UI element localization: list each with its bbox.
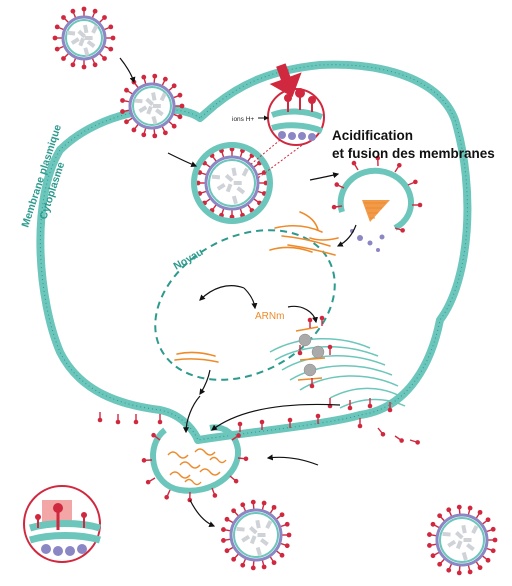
arrow-icon bbox=[167, 152, 198, 168]
arrow-icon bbox=[309, 172, 340, 181]
arrow-icon bbox=[336, 224, 357, 247]
arrow-icon bbox=[287, 305, 318, 324]
arrow-icon bbox=[199, 285, 245, 301]
spike-detail-inset bbox=[23, 485, 102, 563]
red-down-arrow-icon bbox=[269, 63, 302, 98]
arrow-icon bbox=[243, 287, 258, 310]
acidification-subtitle: et fusion des membranes bbox=[332, 146, 495, 161]
er-mrna bbox=[295, 326, 326, 381]
mrna-label: ARNm bbox=[255, 311, 284, 322]
virion-released-1 bbox=[221, 499, 292, 571]
virion-endosome bbox=[195, 146, 269, 220]
arrow-icon bbox=[199, 369, 211, 395]
arrow-icon bbox=[266, 454, 319, 466]
er-spike-proteins bbox=[297, 315, 393, 413]
arrow-icon bbox=[211, 403, 341, 431]
nucleus-label: Noyau bbox=[172, 246, 206, 272]
arrow-icon bbox=[119, 57, 136, 84]
cell-membrane bbox=[36, 60, 472, 444]
arrows bbox=[119, 57, 357, 527]
arrow-icon bbox=[189, 499, 216, 527]
arrow-icon bbox=[183, 395, 201, 434]
fusing-endosome bbox=[331, 155, 423, 252]
virion-incoming-1 bbox=[52, 6, 116, 70]
endosome bbox=[191, 142, 273, 224]
zoom-inset bbox=[249, 63, 325, 179]
assembly-vesicle bbox=[141, 424, 249, 503]
virion-attaching bbox=[120, 73, 185, 139]
rna-fragments bbox=[174, 211, 339, 363]
ions-label: ions H+ bbox=[232, 116, 254, 123]
endoplasmic-reticulum bbox=[269, 337, 406, 409]
ribosomes bbox=[298, 333, 325, 377]
membrane-spike-proteins bbox=[97, 412, 420, 445]
acidification-title: Acidification bbox=[332, 128, 413, 143]
virion-released-2 bbox=[427, 504, 498, 576]
nucleus bbox=[154, 229, 336, 381]
